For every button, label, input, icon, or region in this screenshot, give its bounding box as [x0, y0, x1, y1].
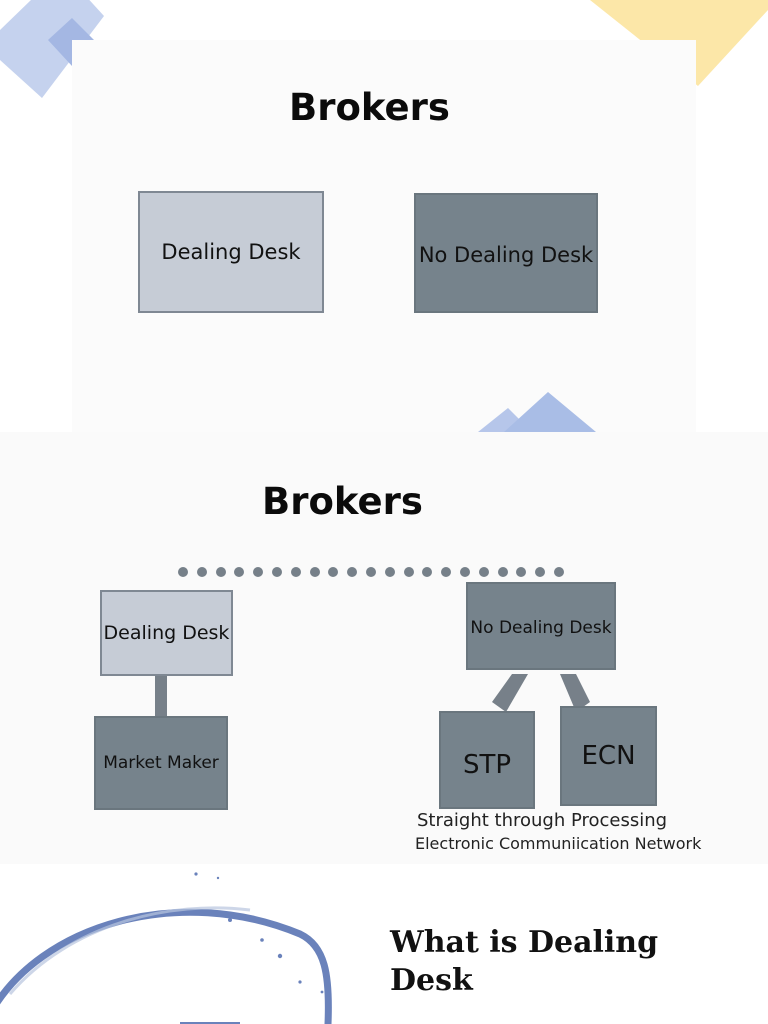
connector-dot: [196, 567, 207, 577]
stp-caption: Straight through Processing: [417, 810, 668, 831]
ecn-caption: Electronic Communiication Network: [415, 834, 702, 853]
market-maker-label: Market Maker: [103, 753, 219, 773]
connector-dot: [253, 567, 264, 577]
connector-dot: [516, 567, 527, 577]
connector-dot: [384, 567, 395, 577]
connector-dot: [272, 567, 282, 577]
ecn-label: ECN: [581, 741, 636, 771]
connector-dot: [234, 567, 245, 577]
slide-2-title: Brokers: [262, 480, 423, 523]
connector-dot: [497, 567, 508, 577]
connector-dot: [366, 567, 376, 577]
no-dealing-desk-node: No Dealing Desk: [466, 582, 616, 670]
connector-dot: [403, 567, 414, 577]
ecn-node: ECN: [560, 706, 657, 806]
branch-connectors: [492, 674, 590, 712]
watercolor-ring-decoration: [0, 872, 332, 1024]
mountain-decoration: [478, 392, 596, 432]
vertical-connector: [155, 676, 167, 716]
stp-node: STP: [439, 711, 535, 809]
connector-dot: [554, 567, 564, 577]
slide-1-title: Brokers: [289, 86, 450, 129]
connector-dot: [478, 567, 489, 577]
no-dealing-desk-node-label: No Dealing Desk: [470, 618, 612, 638]
connector-dot: [441, 567, 452, 577]
dealing-desk-box: Dealing Desk: [138, 191, 324, 313]
dealing-desk-node: Dealing Desk: [100, 590, 233, 676]
slide-3: What is Dealing Desk: [0, 864, 768, 1024]
dealing-desk-node-label: Dealing Desk: [103, 622, 230, 644]
connector-dot: [328, 567, 339, 577]
slide-3-heading: What is Dealing Desk: [390, 925, 659, 998]
no-dealing-desk-label: No Dealing Desk: [418, 243, 594, 267]
connector-dot: [178, 567, 188, 577]
no-dealing-desk-box: No Dealing Desk: [414, 193, 598, 313]
stp-label: STP: [462, 750, 512, 780]
connector-dot: [347, 567, 358, 577]
connector-dot: [422, 567, 433, 577]
slide-2: Brokers Dealing Desk Market Maker No Dea…: [0, 432, 768, 864]
connector-dot: [290, 567, 301, 577]
connector-dot: [309, 567, 320, 577]
connector-dot: [535, 567, 546, 577]
dealing-desk-label: Dealing Desk: [161, 240, 301, 264]
slide-1: Brokers Dealing Desk No Dealing Desk: [0, 0, 768, 432]
market-maker-node: Market Maker: [94, 716, 228, 810]
connector-dot: [215, 567, 226, 577]
connector-dot: [460, 567, 470, 577]
